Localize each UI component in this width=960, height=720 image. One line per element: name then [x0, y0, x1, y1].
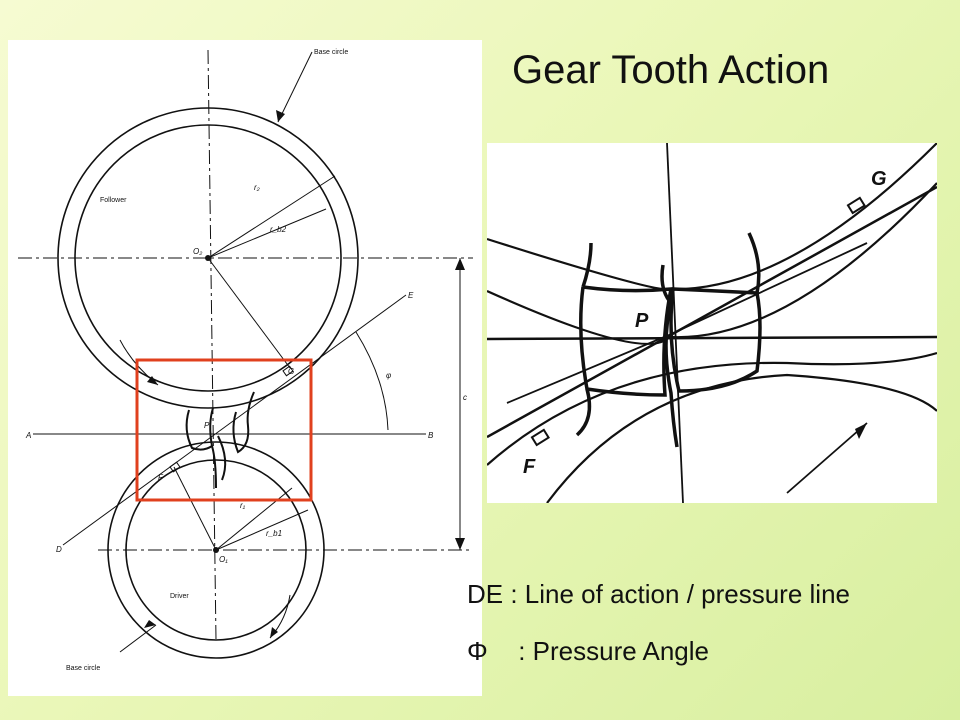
zoom-follower-base-arc [486, 182, 938, 345]
arrowhead-follower-rotation [147, 376, 158, 385]
label-d: D [56, 545, 62, 554]
label-rb1: r_b1 [266, 529, 282, 538]
legend-text-de: Line of action / pressure line [524, 579, 850, 609]
follower-pitch-circle [57, 107, 359, 409]
o1-to-f-line [173, 466, 217, 551]
label-b: B [428, 431, 434, 440]
zoom-contact-profile [660, 264, 679, 448]
label-base-circle-top: Base circle [314, 49, 348, 56]
legend-pressure-angle: Φ : Pressure Angle [467, 636, 709, 667]
zoom-line-of-action [486, 185, 938, 439]
label-c: c [463, 393, 467, 402]
zoom-driver-pitch-arc [546, 373, 938, 504]
label-driver: Driver [170, 593, 189, 600]
zoom-detail-panel: G F P [486, 142, 938, 504]
zoom-follower-pitch-arc [486, 142, 938, 291]
legend-separator-phi: : [511, 636, 533, 666]
o2-to-g-line [207, 257, 291, 369]
label-follower: Follower [100, 197, 127, 204]
slide-title: Gear Tooth Action [512, 48, 830, 92]
label-o1: O₁ [219, 555, 228, 564]
o1-center-dot [213, 547, 219, 553]
label-p: P [204, 421, 210, 430]
label-a: A [25, 431, 31, 440]
label-g: G [288, 367, 294, 376]
arrowhead-driver-rotation [270, 627, 278, 638]
zoom-highlight-box [135, 358, 313, 502]
zoom-follower-flank-left [581, 242, 593, 288]
point-f-marker [169, 461, 181, 473]
base-circle-leader-top [277, 51, 313, 123]
legend-symbol-phi: Φ [467, 636, 488, 666]
legend-symbol-de: DE [467, 579, 504, 609]
zoom-label-f: F [523, 456, 536, 478]
radius-r2 [207, 175, 336, 259]
zoom-driver-base-arc [486, 351, 938, 466]
zoom-detail-diagram: G F P [486, 142, 938, 504]
o2-center-dot [205, 255, 211, 261]
driver-tooth-left [211, 445, 217, 489]
label-r2: r₂ [254, 183, 260, 192]
label-r1: r₁ [240, 501, 246, 510]
zoom-line-ab [486, 335, 938, 341]
zoom-line-to-g [668, 242, 868, 336]
point-g-marker [282, 365, 294, 377]
zoom-radius-arrow [786, 422, 868, 494]
arrowhead-dim-bottom [455, 538, 465, 550]
zoom-label-g: G [871, 168, 887, 190]
label-rb2: r_b2 [270, 225, 287, 234]
center-line [207, 49, 217, 641]
pressure-angle-arc [355, 331, 389, 431]
label-o2: O₂ [193, 247, 202, 256]
label-e: E [408, 291, 414, 300]
zoom-tooth-right [669, 287, 762, 393]
legend-separator-de: : [503, 579, 525, 609]
follower-tooth-left [185, 407, 214, 451]
legend-line-of-action: DE : Line of action / pressure line [467, 579, 850, 610]
driver-tooth-right [217, 435, 227, 481]
zoom-driver-flank-left [575, 388, 592, 437]
zoom-center-line [666, 142, 684, 504]
zoom-radius-arrowhead [855, 423, 867, 439]
legend-text-phi: Pressure Angle [532, 636, 709, 666]
arrowhead-base-top [276, 110, 285, 122]
radius-rb2 [207, 208, 327, 259]
zoom-follower-flank-right [747, 232, 761, 294]
base-circle-leader-bottom [119, 624, 157, 653]
arrowhead-base-bottom [144, 620, 156, 628]
radius-r1 [215, 487, 293, 551]
follower-tooth-right [232, 391, 255, 454]
arrowhead-dim-top [455, 258, 465, 270]
zoom-label-p: P [635, 310, 649, 332]
zoom-tooth-left [579, 285, 674, 397]
label-f: F [158, 473, 164, 482]
zoom-line-to-f [506, 334, 670, 404]
zoom-point-g-marker [846, 196, 866, 215]
label-base-circle-bottom: Base circle [66, 665, 100, 672]
gear-diagram-panel: Base circle Base circle Follower Driver … [8, 40, 482, 696]
gear-diagram: Base circle Base circle Follower Driver … [18, 49, 473, 672]
zoom-point-f-marker [530, 428, 550, 447]
radius-rb1 [215, 509, 309, 551]
label-phi: φ [386, 371, 391, 380]
